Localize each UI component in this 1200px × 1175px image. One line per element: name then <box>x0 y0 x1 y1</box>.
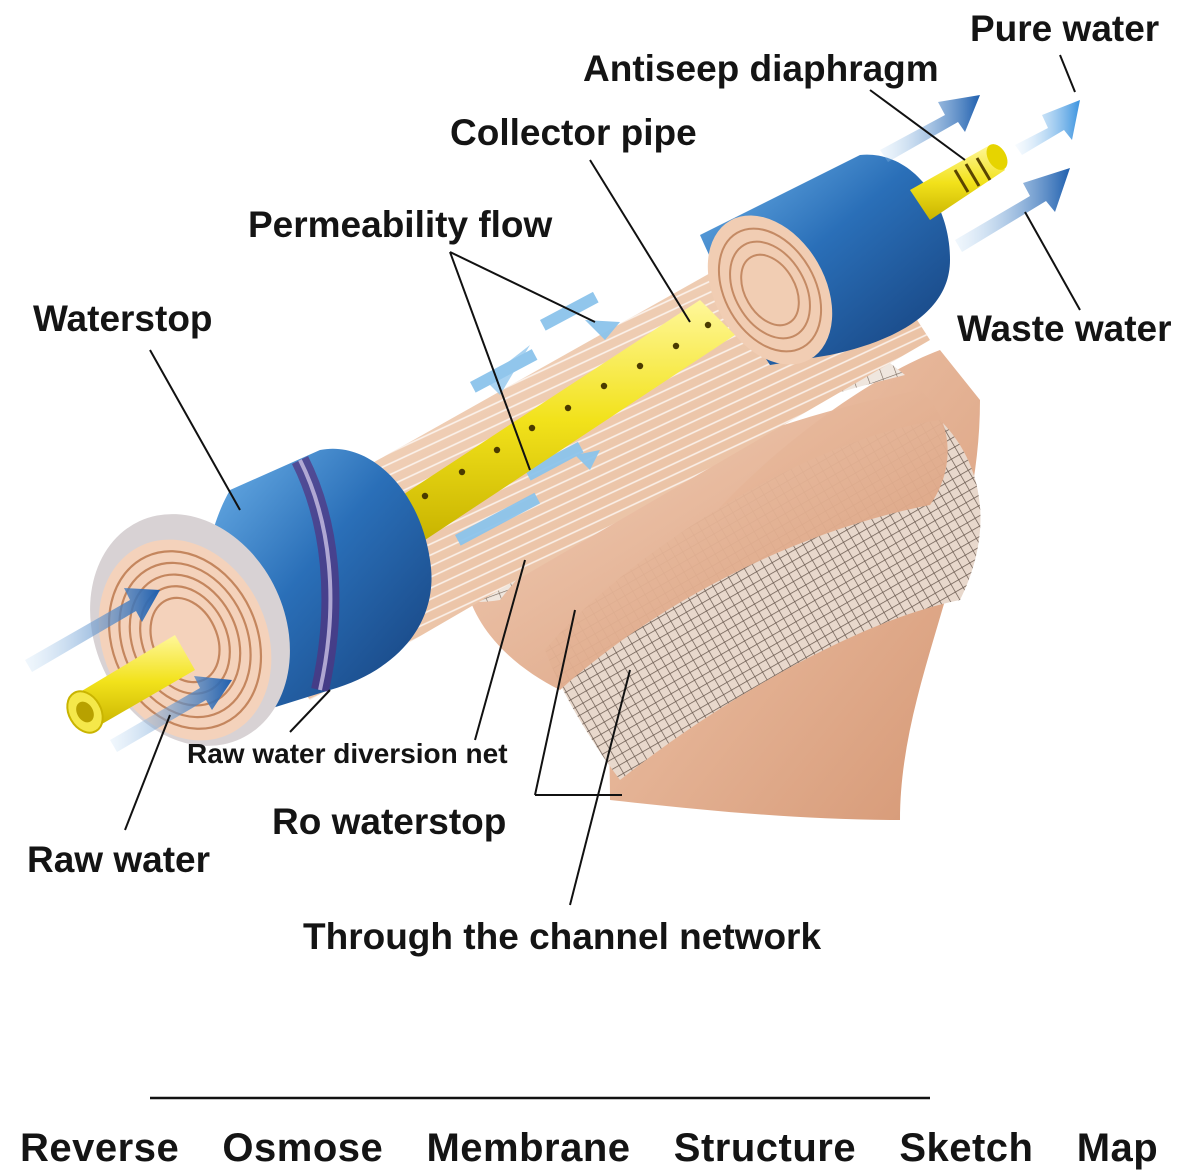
leader-raw-water-diversion-net <box>474 559 526 741</box>
leader-waste-water <box>1024 211 1081 311</box>
label-waste-water: Waste water <box>957 308 1172 349</box>
leader-permeability-flow-a <box>449 251 596 323</box>
label-ro-waterstop: Ro waterstop <box>272 801 507 842</box>
label-antiseep-diaphragm: Antiseep diaphragm <box>583 48 939 89</box>
inlet-collector-pipe <box>66 635 195 734</box>
leader-lines <box>124 54 1081 906</box>
diagram-title: Reverse Osmose Membrane Structure Sketch… <box>20 1126 1159 1170</box>
leader-ro-waterstop <box>534 609 576 796</box>
waste-water-outlet-arrows <box>880 95 1070 252</box>
label-collector-pipe: Collector pipe <box>450 112 697 153</box>
label-waterstop: Waterstop <box>33 298 213 339</box>
label-pure-water: Pure water <box>970 8 1160 49</box>
leader-permeability-flow-b <box>449 251 531 471</box>
leader-diversion-net-ring <box>289 689 331 733</box>
leader-channel-network <box>569 669 631 906</box>
label-raw-water: Raw water <box>27 839 211 880</box>
pure-water-outlet-arrow <box>1015 100 1080 155</box>
leader-waterstop <box>149 349 241 511</box>
raw-water-inlet-arrows <box>25 588 232 752</box>
leader-collector-pipe <box>589 159 691 323</box>
leader-raw-water <box>124 714 171 831</box>
label-permeability-flow: Permeability flow <box>248 204 553 245</box>
outlet-collector-pipe <box>910 144 1008 220</box>
leader-pure-water <box>1059 54 1076 93</box>
label-raw-water-diversion-net: Raw water diversion net <box>187 738 508 769</box>
leader-antiseep-diaphragm <box>869 89 966 161</box>
permeability-flow-arrows <box>454 291 620 546</box>
ro-waterstop-sheet <box>470 390 948 690</box>
collector-pipe <box>395 300 735 540</box>
label-through-channel-network: Through the channel network <box>303 916 822 957</box>
outlet-end-cap <box>700 154 950 365</box>
